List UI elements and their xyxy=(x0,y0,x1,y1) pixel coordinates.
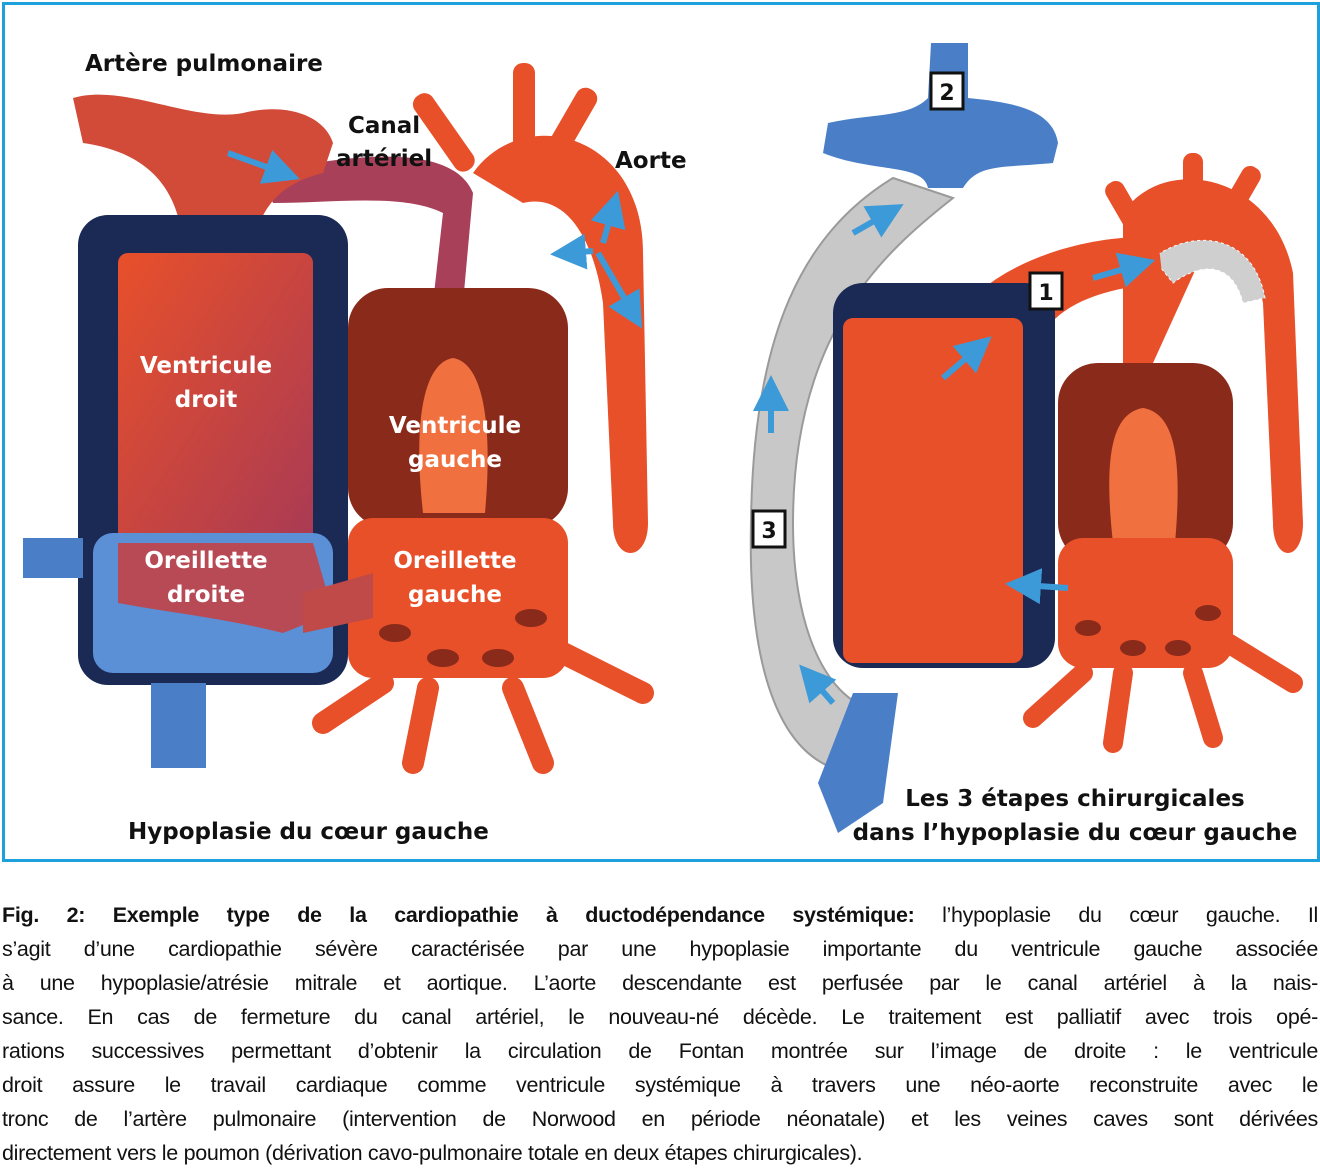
step-3-marker: 3 xyxy=(751,509,787,549)
label-aorta: Aorte xyxy=(615,148,687,174)
label-pulmonary-artery: Artère pulmonaire xyxy=(85,51,323,77)
label-lv-2: gauche xyxy=(408,447,502,473)
vena-cava-inferior xyxy=(151,683,206,768)
left-title: Hypoplasie du cœur gauche xyxy=(128,819,489,845)
step-1-marker: 1 xyxy=(1028,271,1064,311)
label-la-2: gauche xyxy=(408,582,502,608)
aortic-branches xyxy=(412,63,598,172)
label-ductus-1: Canal xyxy=(348,113,420,139)
label-ra-2: droite xyxy=(167,582,245,608)
step-2-label: 2 xyxy=(939,81,954,106)
caption-line: Fig. 2: Exemple type de la cardiopathie … xyxy=(2,903,1318,927)
label-lv-1: Ventricule xyxy=(389,413,521,439)
right-title-2: dans l’hypoplasie du cœur gauche xyxy=(853,820,1298,846)
ivc xyxy=(818,693,898,833)
label-ductus-2: artériel xyxy=(336,146,432,172)
pulmonary-artery xyxy=(73,94,333,243)
figure-caption: Fig. 2: Exemple type de la cardiopathie … xyxy=(2,898,1318,1170)
caption-line: s’agit d’une cardiopathie sévère caracté… xyxy=(2,937,1318,961)
right-ventricle xyxy=(118,253,313,553)
caption-line: directement vers le poumon (dérivation c… xyxy=(2,1141,863,1165)
label-rv-1: Ventricule xyxy=(140,353,272,379)
right-heart: 1 2 3 Les 3 étapes chirurgicales dans l’… xyxy=(749,43,1303,846)
right-ventricle-systemic xyxy=(843,318,1023,663)
left-heart: Artère pulmonaire Canal artériel Aorte V… xyxy=(23,51,687,845)
label-la-1: Oreillette xyxy=(393,548,516,574)
vena-cava-superior xyxy=(23,538,83,578)
ductus-arteriosus xyxy=(263,156,473,303)
step-3-label: 3 xyxy=(761,519,776,544)
label-rv-2: droit xyxy=(175,387,238,413)
caption-line: rations successives permettant d’obtenir… xyxy=(2,1039,1318,1063)
caption-line: à une hypoplasie/atrésie mitrale et aort… xyxy=(2,971,1318,995)
caption-line: tronc de l’artère pulmonaire (interventi… xyxy=(2,1107,1318,1131)
figure-panel: Artère pulmonaire Canal artériel Aorte V… xyxy=(2,2,1320,862)
caption-line: sance. En cas de fermeture du canal arté… xyxy=(2,1005,1318,1029)
heart-diagram: Artère pulmonaire Canal artériel Aorte V… xyxy=(23,43,1303,846)
caption-title: Fig. 2: Exemple type de la cardiopathie … xyxy=(2,903,915,927)
caption-line: droit assure le travail cardiaque comme … xyxy=(2,1073,1318,1097)
label-ra-1: Oreillette xyxy=(144,548,267,574)
svc-pulmonary-junction xyxy=(823,43,1058,188)
right-title-1: Les 3 étapes chirurgicales xyxy=(905,786,1244,812)
step-1-label: 1 xyxy=(1038,281,1053,306)
step-2-marker: 2 xyxy=(929,71,965,111)
